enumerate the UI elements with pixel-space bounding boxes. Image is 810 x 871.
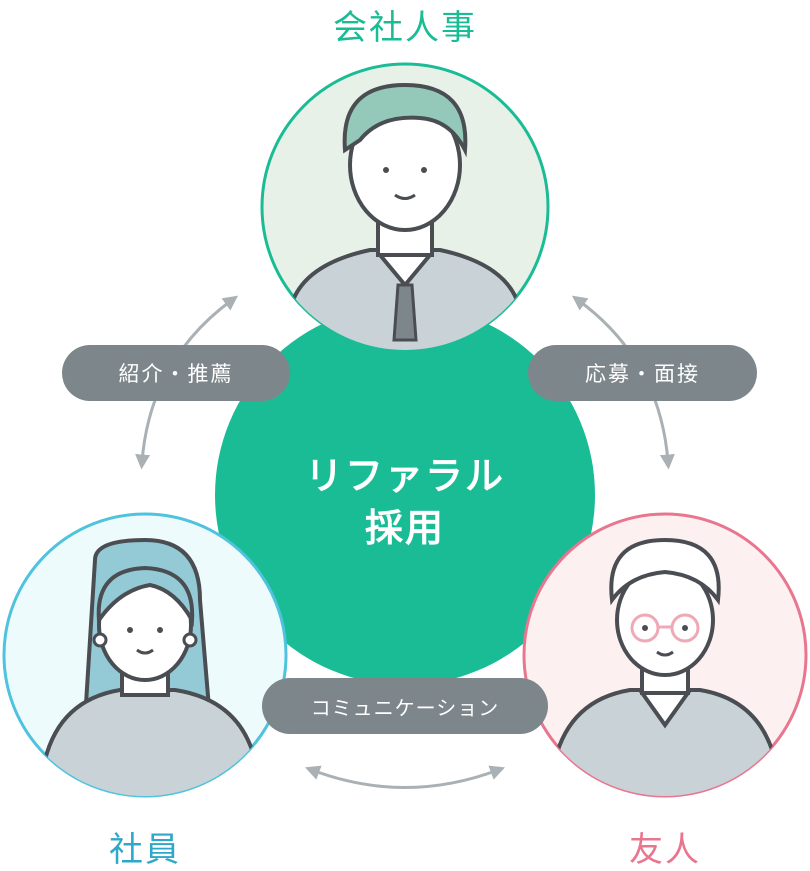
pill-apply-interview: 応募・面接: [528, 345, 757, 401]
hr-person-icon: [260, 62, 550, 352]
label-employee: 社員: [109, 830, 181, 870]
center-title: リファラル 採用: [255, 450, 555, 554]
center-title-line1: リファラル: [304, 454, 505, 498]
center-title-line2: 採用: [364, 506, 445, 550]
friend-person-icon: [522, 512, 808, 798]
center-circle: [215, 305, 595, 685]
employee-person-icon: [2, 512, 288, 798]
pill-referral: 紹介・推薦: [62, 345, 290, 401]
label-hr: 会社人事: [333, 8, 477, 48]
arrow-bottom-cycle: [304, 765, 506, 789]
pill-communication: コミュニケーション: [262, 678, 548, 734]
label-friend: 友人: [629, 830, 701, 870]
